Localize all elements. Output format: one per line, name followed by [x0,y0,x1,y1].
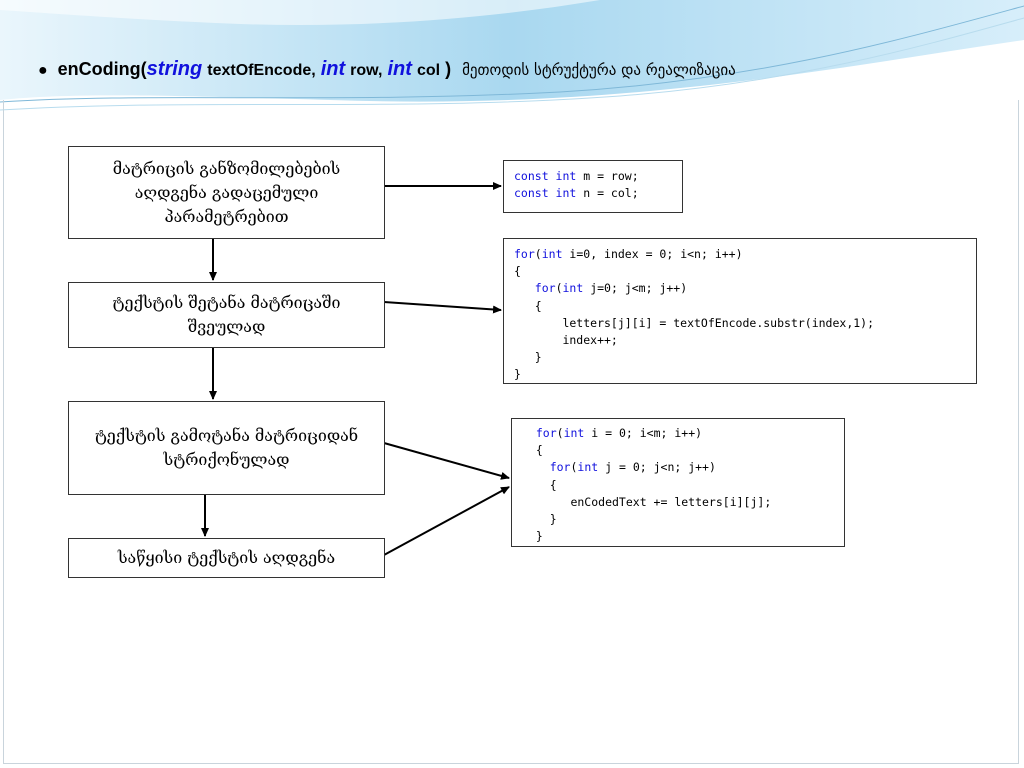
code-text: } [514,350,542,365]
code-text: { [514,298,542,313]
code-keyword: const int [514,186,577,201]
title-type-int-1: int [320,58,346,80]
title-func: enCoding( [57,59,147,79]
code-text: } [514,367,521,382]
code-text: n = col; [576,186,639,201]
code-text: j=0; j<m; j++) [583,281,688,296]
title-param-col: col [416,62,441,79]
code-text: ( [556,426,564,440]
code-text: ( [555,281,563,296]
code-text: letters[j][i] = textOfEncode.substr(inde… [514,315,875,330]
title-param-text: textOfEncode, [207,62,316,79]
code-keyword: for [514,247,535,261]
title-type-string: string [146,58,203,80]
title-close-paren: ) [445,59,452,79]
code-keyword: for [534,281,556,296]
code-text: { [522,477,557,492]
header-wave-decoration [0,0,1024,111]
code-keyword: for [535,426,557,440]
box-restore-text: საწყისი ტექსტის აღდგენა [68,538,385,578]
code-text: { [514,264,521,279]
code-text: m = row; [576,169,639,183]
box-restore-dimensions: მატრიცის განზომილებების აღდგენა გადაცემუ… [68,146,385,239]
title-type-int-2: int [387,58,412,80]
code-text: { [522,443,543,458]
code-text [522,426,536,440]
code-text [522,460,550,474]
box-write-matrix: ტექსტის შეტანა მატრიცაში შვეულად [68,282,385,348]
code-block-dimensions: const int m = row; const int n = col; [503,160,683,213]
code-text: ( [570,460,578,475]
code-text: } [522,512,557,527]
code-text: j = 0; j<n; j++) [598,460,716,475]
code-keyword: int [563,426,585,440]
content-frame [3,100,1019,764]
code-block-fill-matrix: for(int i=0, index = 0; i<n; i++) { for(… [503,238,977,384]
code-text: i = 0; i<m; i++) [584,426,703,440]
code-block-read-matrix: for(int i = 0; i<m; i++) { for(int j = 0… [511,418,845,547]
code-text [514,281,535,295]
code-keyword: const int [514,169,577,183]
title-description: მეთოდის სტრუქტურა და რეალიზაცია [462,61,736,79]
code-text: i=0, index = 0; i<n; i++) [562,247,743,261]
code-text: ( [534,247,542,261]
title-param-row: row, [350,62,383,79]
code-text: } [522,529,543,544]
code-keyword: int [562,281,584,296]
code-keyword: int [577,460,599,475]
code-keyword: for [549,460,571,475]
code-text: enCodedText += letters[i][j]; [522,494,772,509]
bullet-icon: ● [38,62,48,79]
code-keyword: int [541,247,563,261]
code-text: index++; [514,333,618,348]
slide-title: ●enCoding(string textOfEncode, int row, … [38,58,736,81]
box-read-matrix: ტექსტის გამოტანა მატრიციდან სტრიქონულად [68,401,385,495]
